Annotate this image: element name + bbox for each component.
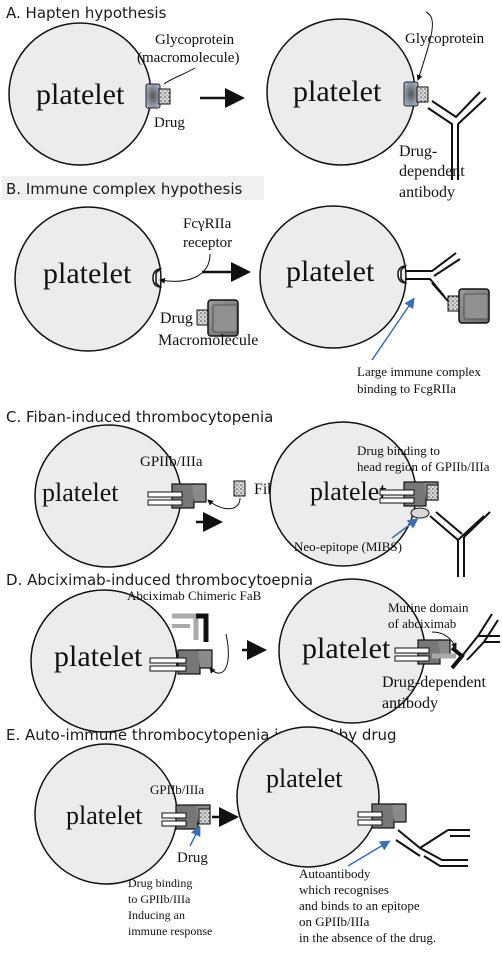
gpiib-iiia-receptor: [357, 803, 407, 829]
section-b-title: B. Immune complex hypothesis: [6, 180, 243, 198]
receptor-shape: [397, 264, 408, 285]
gp-label: GPIIb/IIIa: [150, 782, 204, 797]
murine-label-2: of abciximab: [388, 616, 456, 631]
abciximab-fab-shape: [172, 613, 209, 642]
resp-label-3: Inducing an: [128, 908, 185, 922]
drug-shape: [447, 295, 461, 312]
antibody-label-2: dependent: [399, 163, 465, 180]
resp-label: Drug binding: [128, 876, 192, 890]
pointer-arrow: [347, 840, 391, 867]
pointer-line: [159, 253, 211, 284]
platelet-label: platelet: [286, 255, 375, 288]
platelet-label: platelet: [36, 78, 125, 111]
platelet-label: platelet: [310, 477, 387, 506]
fiban-drug-shape: [426, 484, 439, 501]
section-b-title-bg: [2, 176, 264, 200]
macromolecule-inner: [212, 304, 238, 333]
platelet-label: platelet: [42, 478, 119, 507]
drug-shape: [196, 309, 210, 326]
auto-label: Autoantibody: [299, 866, 371, 881]
auto-label-3: and binds to an epitope: [299, 898, 420, 913]
binding-label-2: head region of GPIIb/IIIa: [357, 459, 490, 474]
section-a: A. Hapten hypothesis platelet Glycoprote…: [6, 4, 487, 201]
complex-label-2: binding to FcgRIIa: [357, 381, 456, 396]
auto-label-4: on GPIIb/IIIa: [299, 914, 370, 929]
pointer-arrow: [189, 825, 201, 847]
auto-label-5: in the absence of the drug.: [299, 930, 436, 945]
complex-label: Large immune complex: [357, 364, 481, 379]
glycoprotein-label: Glycoprotein: [405, 31, 485, 47]
pointer-line: [431, 631, 457, 649]
pointer-arrow: [391, 518, 419, 539]
auto-label-2: which recognises: [299, 882, 389, 897]
autoantibody-shape: [395, 829, 470, 867]
section-b: B. Immune complex hypothesis platelet Fc…: [2, 176, 490, 396]
antibody-shape: [405, 252, 461, 302]
drug-shape: [416, 86, 429, 103]
platelet-label: platelet: [43, 257, 132, 290]
platelet-label: platelet: [66, 801, 143, 830]
pointer-line: [163, 67, 196, 85]
section-e: E. Auto-immune thrombocytopenia induced …: [6, 726, 470, 945]
pointer-arrow: [371, 297, 415, 361]
glycoprotein-shape: [145, 83, 161, 109]
antibody-shape: [461, 613, 500, 661]
receptor-label: FcγRIIa: [183, 216, 232, 232]
section-c: C. Fiban-induced thrombocytopenia platel…: [6, 408, 491, 577]
section-a-title: A. Hapten hypothesis: [6, 4, 167, 22]
macromolecule-inner: [463, 293, 489, 320]
drug-shape: [198, 808, 211, 825]
drug-label: Drug: [160, 310, 193, 327]
platelet-label: platelet: [293, 75, 382, 108]
section-d-title: D. Abciximab-induced thrombocytoepnia: [6, 571, 313, 589]
fab-label: Abciximab Chimeric FaB: [127, 588, 262, 603]
platelet-label: platelet: [266, 764, 343, 793]
antibody-shape: [429, 511, 491, 577]
platelet-cell: [259, 205, 407, 349]
macromolecule-label: Macromolecule: [158, 332, 258, 349]
drug-shape: [158, 88, 171, 105]
drug-label: Drug: [177, 850, 208, 866]
receptor-shape: [152, 267, 163, 289]
glycoprotein-shape: [403, 81, 419, 107]
gp-label: GPIIb/IIIa: [140, 454, 203, 470]
pointer-line: [209, 633, 229, 674]
gpiib-iiia-receptor: [394, 639, 451, 665]
glycoprotein-macro-label: Glycoprotein: [155, 32, 235, 48]
fiban-drug-shape: [233, 480, 246, 497]
receptor-label-2: receptor: [183, 235, 232, 251]
drug-label: Drug: [154, 115, 185, 131]
glycoprotein-macro-label-2: (macromolecule): [137, 50, 239, 66]
platelet-label: platelet: [54, 640, 143, 673]
neo-epitope-label: Neo-epitope (MIBS): [294, 539, 402, 554]
section-d: D. Abciximab-induced thrombocytoepnia pl…: [6, 571, 500, 733]
platelet-cell: [236, 726, 380, 868]
murine-label: Murine domain: [388, 600, 469, 615]
dda-label: Drug-dependent: [382, 674, 487, 691]
antibody-label-3: antibody: [399, 184, 455, 201]
antibody-label: Drug-: [399, 143, 437, 160]
section-c-title: C. Fiban-induced thrombocytopenia: [6, 408, 273, 426]
pointer-line: [416, 11, 433, 81]
neo-epitope-shape: [410, 507, 430, 519]
platelet-label: platelet: [302, 632, 391, 665]
gpiib-iiia-receptor: [147, 483, 207, 509]
binding-label: Drug binding to: [357, 443, 440, 458]
resp-label-2: to GPIIb/IIIa: [128, 892, 191, 906]
resp-label-4: immune response: [128, 924, 212, 938]
gpiib-iiia-receptor: [149, 649, 213, 675]
dda-label-2: antibody: [382, 695, 438, 712]
antibody-shape: [427, 91, 487, 180]
pointer-line: [207, 497, 241, 510]
